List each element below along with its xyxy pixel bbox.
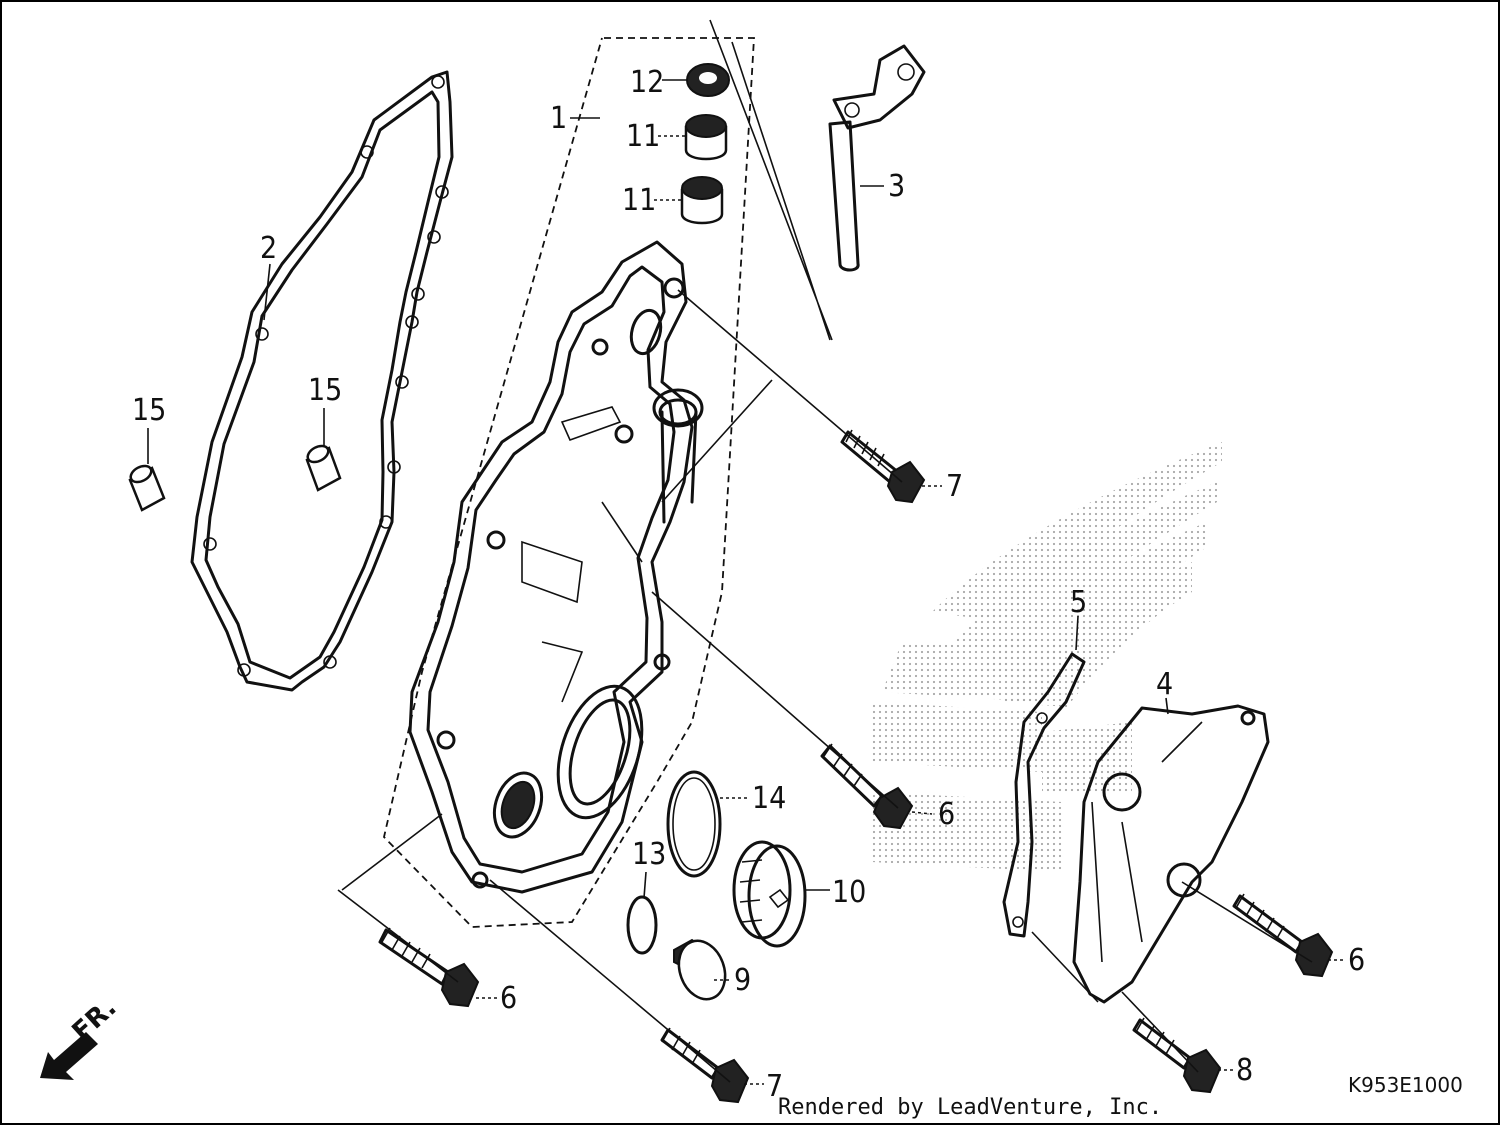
callout-2: 2 bbox=[260, 231, 277, 266]
part-1-crankcase-cover bbox=[408, 240, 704, 894]
part-7-bolt-upper bbox=[840, 429, 926, 504]
callout-11-lower: 11 bbox=[622, 183, 656, 218]
callout-6-right: 6 bbox=[1348, 943, 1365, 978]
leader-5 bbox=[1075, 615, 1079, 651]
callout-9: 9 bbox=[734, 963, 751, 998]
part-15-dowel-pin-center bbox=[305, 444, 342, 492]
callout-14: 14 bbox=[752, 781, 786, 816]
front-direction-indicator: FR. bbox=[40, 993, 122, 1080]
bolt-guide-lines bbox=[337, 289, 1313, 1083]
part-11-bearing-lower bbox=[680, 176, 724, 225]
callout-13: 13 bbox=[632, 837, 666, 872]
callout-7-upper: 7 bbox=[946, 469, 963, 504]
front-label: FR. bbox=[67, 993, 123, 1048]
callout-10: 10 bbox=[832, 875, 866, 910]
part-6-bolt-lower-left bbox=[378, 927, 480, 1008]
part-6-bolt-right bbox=[1232, 893, 1334, 978]
render-credit: Rendered by LeadVenture, Inc. bbox=[778, 1095, 1162, 1120]
callout-6-lower-left: 6 bbox=[500, 981, 517, 1016]
callout-11-upper: 11 bbox=[626, 119, 660, 154]
callout-12: 12 bbox=[630, 65, 664, 100]
assembly-1-outline bbox=[383, 37, 755, 928]
part-15-dowel-pin-left bbox=[128, 464, 166, 512]
callout-15-left: 15 bbox=[132, 393, 166, 428]
part-13-o-ring bbox=[626, 895, 658, 955]
leader-13 bbox=[643, 871, 647, 899]
callout-15-center: 15 bbox=[308, 373, 342, 408]
part-8-bolt bbox=[1132, 1017, 1222, 1094]
callout-5: 5 bbox=[1070, 585, 1087, 620]
callout-4: 4 bbox=[1156, 667, 1173, 702]
part-4-sprocket-cover bbox=[1072, 704, 1270, 1004]
part-10-plug bbox=[732, 840, 807, 948]
part-2-gasket bbox=[190, 70, 454, 692]
callout-7-lower: 7 bbox=[766, 1069, 783, 1104]
part-9-bolt-plug bbox=[673, 938, 727, 1001]
brand-wing-watermark bbox=[872, 442, 1222, 872]
callout-3: 3 bbox=[888, 169, 905, 204]
leader-2 bbox=[263, 263, 271, 321]
part-12-oil-seal bbox=[686, 63, 730, 97]
bracket-line bbox=[709, 19, 833, 341]
diagram-code: K953E1000 bbox=[1348, 1073, 1463, 1097]
front-arrow-icon bbox=[40, 1032, 98, 1080]
leader-4 bbox=[1165, 697, 1169, 715]
part-11-bearing-upper bbox=[684, 114, 728, 161]
part-5-gasket bbox=[1002, 652, 1086, 938]
part-7-bolt-lower bbox=[660, 1027, 750, 1104]
part-14-o-ring bbox=[666, 770, 722, 878]
part-3-shift-shaft bbox=[828, 44, 926, 272]
callout-1: 1 bbox=[550, 101, 567, 136]
callout-8: 8 bbox=[1236, 1053, 1253, 1088]
callout-6-center: 6 bbox=[938, 797, 955, 832]
